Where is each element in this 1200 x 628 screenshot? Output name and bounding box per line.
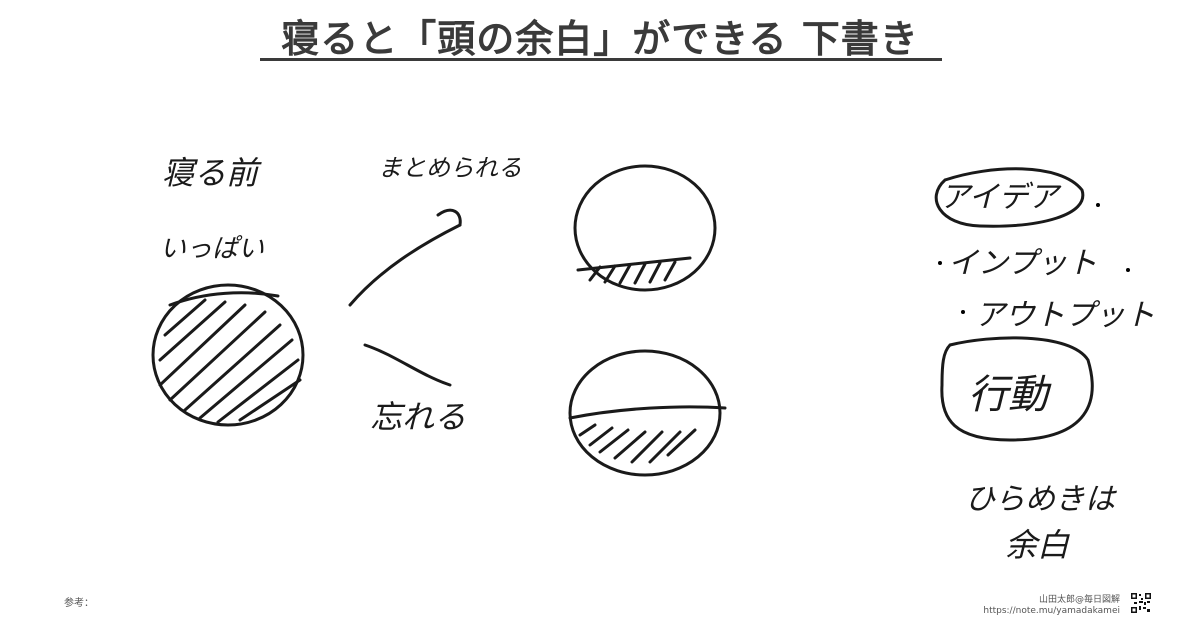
author-url[interactable]: https://note.mu/yamadakamei bbox=[983, 606, 1120, 616]
label-full: いっぱい bbox=[160, 234, 265, 264]
action-box-sketch bbox=[940, 336, 1094, 442]
bullet-dots bbox=[938, 203, 1130, 314]
lower-arrow-sketch bbox=[363, 343, 452, 387]
label-before-sleep: 寝る前 bbox=[162, 154, 259, 192]
organized-head-sketch bbox=[573, 164, 717, 292]
label-novel: ひらめきは bbox=[965, 482, 1115, 517]
label-output: アウトプット bbox=[975, 298, 1155, 333]
label-input: インプット bbox=[948, 246, 1098, 281]
label-action: 行動 bbox=[968, 372, 1048, 418]
full-head-sketch bbox=[151, 283, 305, 427]
author-credit: 山田太郎@毎日図解 bbox=[1038, 595, 1120, 605]
label-forgotten: 忘れる bbox=[370, 398, 467, 436]
forgotten-head-sketch bbox=[568, 349, 727, 477]
label-organized: まとめられる bbox=[378, 154, 522, 182]
label-idea: アイデア bbox=[940, 180, 1059, 215]
idea-box-sketch bbox=[934, 167, 1085, 228]
title-underline bbox=[260, 58, 942, 61]
qr-code-icon bbox=[1130, 592, 1152, 614]
upper-arrow-sketch bbox=[348, 208, 462, 307]
reference-label: 参考： bbox=[64, 598, 94, 609]
label-space: 余白 bbox=[1005, 526, 1070, 564]
page-title: 寝ると「頭の余白」ができる 下書き bbox=[281, 17, 919, 61]
